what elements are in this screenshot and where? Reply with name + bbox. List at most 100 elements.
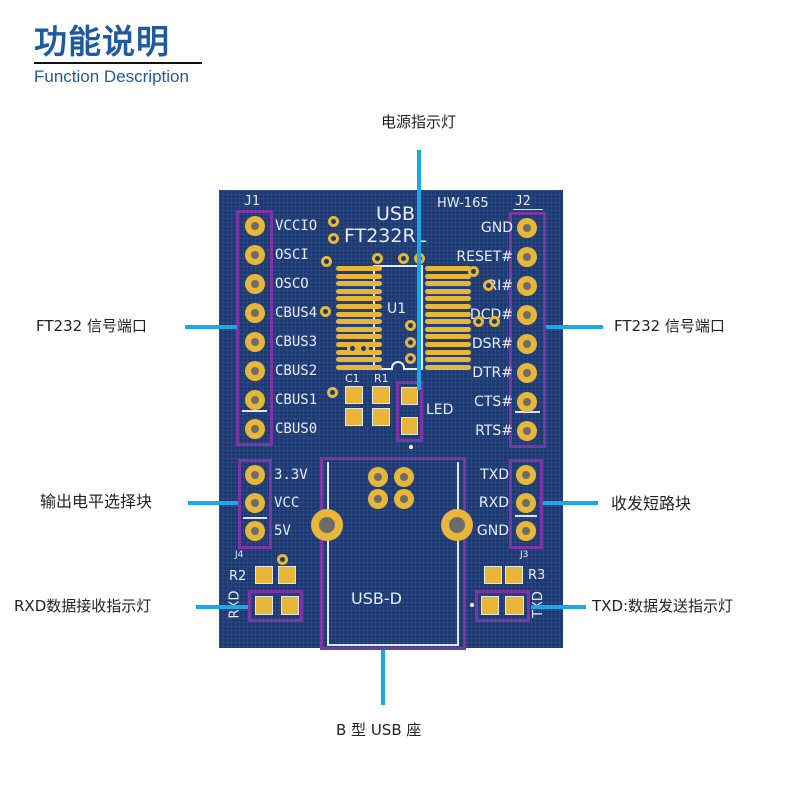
j1-pin-label: OSCI: [275, 247, 309, 263]
title-divider: [34, 62, 202, 64]
r1-ref-label: R1: [374, 372, 389, 385]
usb-socket-highlight-box: [320, 457, 466, 650]
j1-pad-3: [245, 274, 265, 294]
ic-right-pin: [425, 319, 471, 325]
usb-pad-2: [394, 467, 414, 487]
j1-pad-5: [245, 332, 265, 352]
ic-left-pin: [336, 304, 382, 309]
page-subtitle: Function Description: [34, 67, 189, 86]
j2-pad-6: [517, 363, 537, 383]
via: [358, 343, 369, 354]
level-select-leader: [188, 501, 238, 505]
via: [405, 337, 416, 348]
callout-power-led: 电源指示灯: [381, 113, 457, 131]
ft232-right-leader: [546, 325, 603, 329]
callout-ft232-left: FT232 信号端口: [36, 317, 147, 335]
ic-outline-bottom-left: [373, 368, 391, 370]
via: [473, 316, 484, 327]
rxd-led-highlight-box: [248, 590, 303, 622]
j4-pin-divider: [243, 517, 267, 519]
j2-pad-8: [517, 421, 537, 441]
j3-pin-label: TXD: [480, 467, 509, 483]
power-led-leader: [417, 150, 421, 390]
txd-led-pad-right: [506, 597, 523, 614]
callout-short-block: 收发短路块: [611, 494, 692, 513]
j4-highlight-box: [238, 459, 272, 549]
chip-label-line1: USB: [376, 203, 416, 225]
callout-txd-led: TXD:数据发送指示灯: [592, 597, 734, 615]
j2-pin-label: CTS#: [474, 394, 513, 410]
j4-pin-label: 5V: [274, 523, 291, 539]
ic-left-pin: [336, 288, 382, 294]
ic-right-pin: [425, 311, 471, 317]
chip-label-line2: FT232RL: [344, 225, 427, 247]
via: [405, 353, 416, 364]
r3-ref-label: R3: [528, 568, 546, 583]
j1-pad-6: [245, 361, 265, 381]
j3-pad-3: [516, 521, 536, 541]
c1-ref-label: C1: [345, 372, 360, 385]
j2-pin-divider: [515, 411, 540, 413]
via: [398, 253, 409, 264]
j4-pin-label: VCC: [274, 495, 300, 511]
j2-pad-3: [517, 276, 537, 296]
ic-right-pin: [425, 357, 471, 363]
ic-left-pin: [336, 311, 382, 317]
j1-pad-1: [245, 216, 265, 236]
j2-pin-label: RI#: [487, 278, 513, 294]
j1-pin-label: CBUS3: [275, 334, 318, 350]
r2-pad-left: [256, 567, 272, 583]
ic-left-pin: [336, 319, 382, 325]
usb-pad-1: [368, 467, 388, 487]
j1-pad-4: [245, 303, 265, 323]
callout-ft232-right: FT232 信号端口: [614, 317, 725, 335]
via: [327, 387, 338, 398]
ft232-left-leader: [185, 325, 237, 329]
ic-right-pin: [425, 326, 471, 332]
ic-right-pin: [425, 334, 471, 340]
j1-pin-label: VCCIO: [275, 218, 318, 234]
j2-pin-label: GND: [480, 220, 513, 236]
via: [320, 306, 331, 317]
j2-pad-2: [517, 247, 537, 267]
j1-pin-label: CBUS4: [275, 305, 318, 321]
j4-pad-1: [245, 465, 265, 485]
via: [468, 266, 479, 277]
led-ref-label: LED: [426, 402, 454, 418]
j3-pad-1: [516, 465, 536, 485]
rxd-led-pad-right: [282, 597, 298, 614]
ic-right-pin: [425, 273, 471, 279]
via: [483, 280, 494, 291]
j1-pad-7: [245, 390, 265, 410]
callout-level-select: 输出电平选择块: [40, 492, 153, 511]
rxd-led-leader: [196, 605, 248, 609]
j3-pin-label: RXD: [478, 495, 509, 511]
j3-pin-divider: [515, 515, 537, 517]
page-title: 功能说明: [34, 22, 170, 61]
power-led-highlight-box: [396, 381, 423, 442]
ic-left-pin: [336, 296, 382, 302]
callout-rxd-led: RXD数据接收指示灯: [14, 597, 152, 615]
via: [277, 554, 288, 565]
via: [405, 320, 416, 331]
j4-ref-label: J4: [235, 550, 244, 560]
ic-right-pin: [425, 296, 471, 302]
txd-led-highlight-box: [475, 590, 530, 622]
usb-socket-label: USB-D: [351, 589, 402, 608]
pcb-board: J1 J2 HW-165 USB FT232RL VCCIO OSCI OSCO…: [219, 190, 563, 650]
via: [321, 256, 332, 267]
j1-pad-2: [245, 245, 265, 265]
via: [489, 316, 500, 327]
j4-pad-3: [245, 521, 265, 541]
r2-ref-label: R2: [229, 569, 247, 584]
j1-highlight-box: [236, 210, 273, 446]
short-block-leader: [543, 501, 598, 505]
j1-pin-label: CBUS2: [275, 363, 318, 379]
j2-pad-1: [517, 218, 537, 238]
j1-ref-label: J1: [244, 194, 260, 209]
c1-pad-bottom: [346, 409, 362, 425]
via: [347, 343, 358, 354]
ic-left-pin: [336, 334, 382, 340]
j3-pad-2: [516, 493, 536, 513]
j2-pad-7: [517, 392, 537, 412]
